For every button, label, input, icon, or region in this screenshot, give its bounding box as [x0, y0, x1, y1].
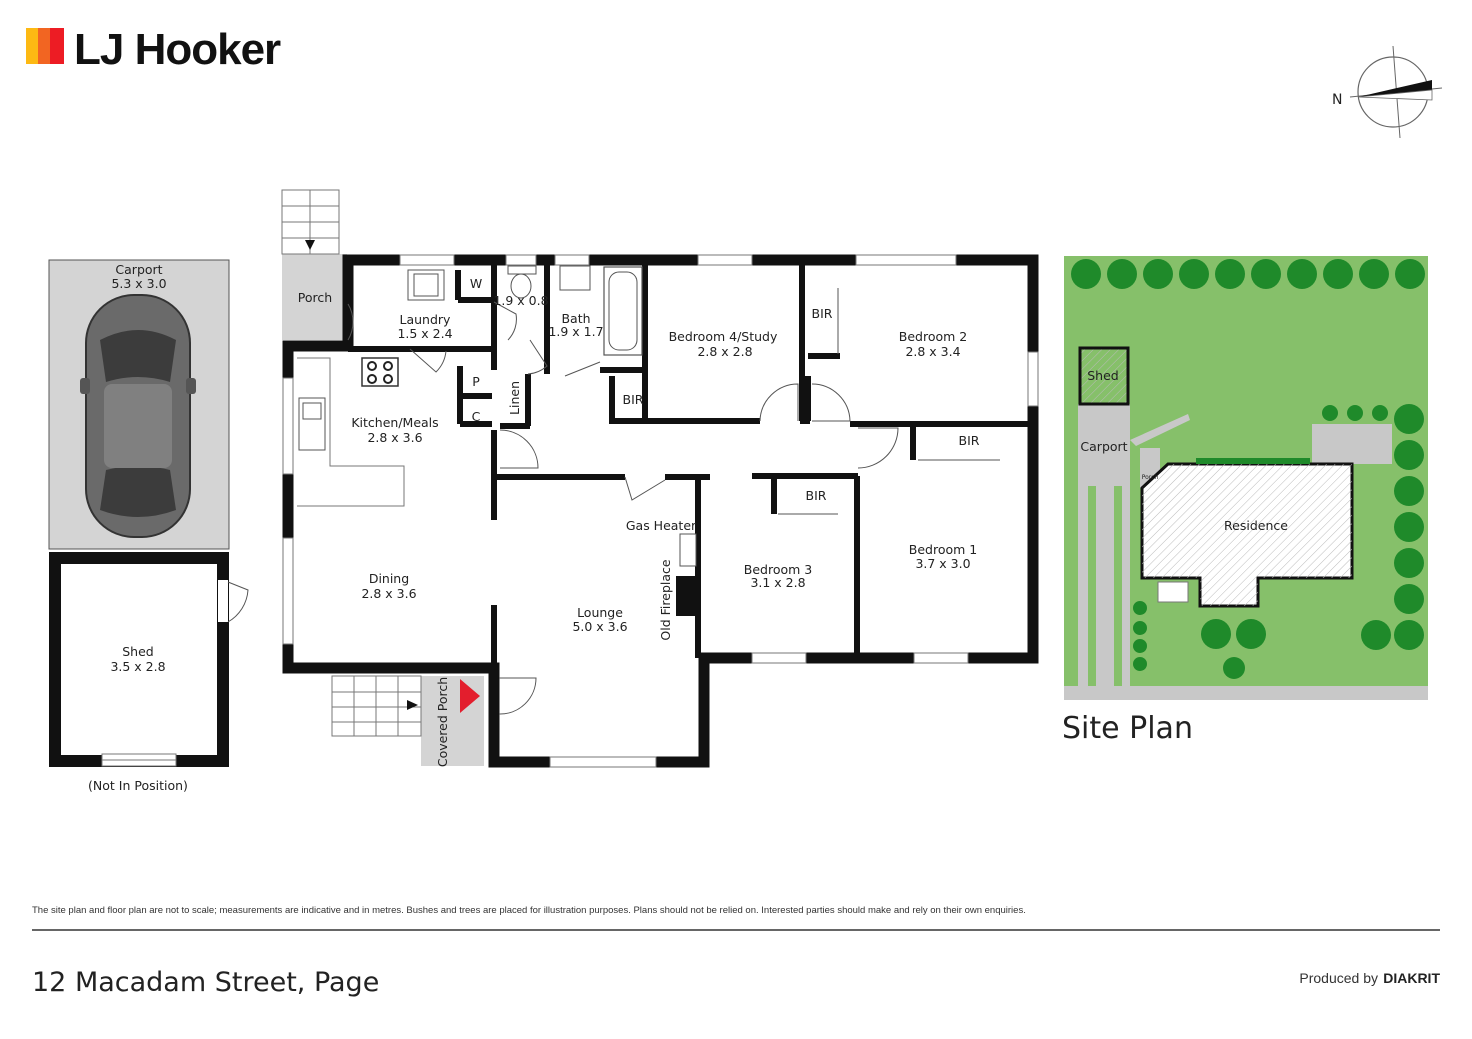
bedroom1-bir-label: BIR — [959, 433, 980, 448]
fireplace-icon — [676, 576, 698, 616]
site-residence-label: Residence — [1224, 518, 1288, 533]
bedroom3-label: Bedroom 3 — [744, 562, 812, 577]
producer-name: DIAKRIT — [1383, 970, 1440, 986]
bedroom4-label: Bedroom 4/Study — [669, 329, 778, 344]
carport: Carport 5.3 x 3.0 — [48, 259, 230, 550]
house: Porch Laundry 1.5 x 2.4 W 1.9 x 0.8 Bath… — [281, 189, 1039, 768]
front-steps — [331, 675, 422, 737]
car-icon — [80, 294, 196, 538]
brand-logo: LJ Hooker — [26, 25, 282, 74]
not-in-position-note: (Not In Position) — [88, 778, 188, 793]
bedroom4-bir-label: BIR — [623, 392, 644, 407]
site-porch-label: Porch — [1142, 474, 1159, 481]
kitchen-size: 2.8 x 3.6 — [367, 430, 422, 445]
covered-porch-label: Covered Porch — [435, 677, 450, 767]
disclaimer-text: The site plan and floor plan are not to … — [32, 905, 1026, 916]
cupboard-label: C — [472, 409, 481, 424]
north-compass-icon: N — [1332, 45, 1443, 139]
logo-bar-yellow — [26, 28, 38, 64]
site-shed-label: Shed — [1087, 368, 1118, 383]
bedroom3-bir-label: BIR — [806, 488, 827, 503]
logo-bar-red — [50, 28, 64, 64]
bedroom2-label: Bedroom 2 — [899, 329, 967, 344]
interior-walls — [345, 260, 1033, 668]
bedroom2-size: 2.8 x 3.4 — [905, 344, 960, 359]
laundry-label: Laundry — [400, 312, 452, 327]
exterior-walls — [282, 254, 1039, 768]
entry-arrow-icon — [305, 240, 315, 250]
site-plan: Shed Carport Porch Residence Site Plan — [1062, 256, 1428, 746]
footer: The site plan and floor plan are not to … — [32, 905, 1440, 998]
lounge-label: Lounge — [577, 605, 623, 620]
linen-label: Linen — [507, 381, 522, 415]
wc-size: 1.9 x 0.8 — [493, 293, 548, 308]
bath-size: 1.9 x 1.7 — [548, 324, 603, 339]
dining-size: 2.8 x 3.6 — [361, 586, 416, 601]
logo-bar-orange — [38, 28, 50, 64]
kitchen-bench — [297, 357, 405, 507]
porch-label: Porch — [298, 290, 332, 305]
produced-by-label: Produced by — [1299, 970, 1378, 986]
shed: Shed 3.5 x 2.8 (Not In Position) — [49, 552, 249, 793]
vanity-icon — [559, 265, 591, 291]
bedroom3-size: 3.1 x 2.8 — [750, 575, 805, 590]
porch-area — [282, 254, 347, 340]
brand-name: LJ Hooker — [74, 25, 281, 74]
gas-heater-icon — [679, 533, 697, 567]
gas-heater-label: Gas Heater — [626, 518, 697, 533]
carport-label: Carport — [115, 262, 162, 277]
door-swings — [347, 301, 899, 715]
windows — [282, 254, 1039, 768]
shed-size: 3.5 x 2.8 — [110, 659, 165, 674]
pantry-label: P — [472, 374, 480, 389]
cooktop-icon — [361, 357, 399, 387]
bathtub-icon — [603, 266, 643, 356]
bedroom1-size: 3.7 x 3.0 — [915, 556, 970, 571]
site-trees — [1071, 259, 1425, 679]
bedroom1-label: Bedroom 1 — [909, 542, 977, 557]
site-plan-title: Site Plan — [1062, 711, 1193, 746]
bedroom2-bir-label: BIR — [812, 306, 833, 321]
kitchen-label: Kitchen/Meals — [351, 415, 438, 430]
robe-sliders — [778, 288, 1000, 515]
bath-label: Bath — [561, 311, 590, 326]
lounge-size: 5.0 x 3.6 — [572, 619, 627, 634]
property-address: 12 Macadam Street, Page — [32, 967, 379, 998]
site-shed — [1078, 346, 1130, 406]
entry-marker-icon — [460, 679, 480, 713]
shed-label: Shed — [122, 644, 153, 659]
toilet-icon — [507, 265, 537, 299]
north-label: N — [1332, 92, 1342, 108]
bedroom4-size: 2.8 x 2.8 — [697, 344, 752, 359]
covered-porch-area — [421, 676, 484, 766]
laundry-size: 1.5 x 2.4 — [397, 326, 452, 341]
w-label: W — [470, 276, 482, 291]
site-carport-label: Carport — [1080, 439, 1127, 454]
dining-label: Dining — [369, 571, 409, 586]
carport-size: 5.3 x 3.0 — [111, 276, 166, 291]
fireplace-label: Old Fireplace — [658, 559, 673, 640]
